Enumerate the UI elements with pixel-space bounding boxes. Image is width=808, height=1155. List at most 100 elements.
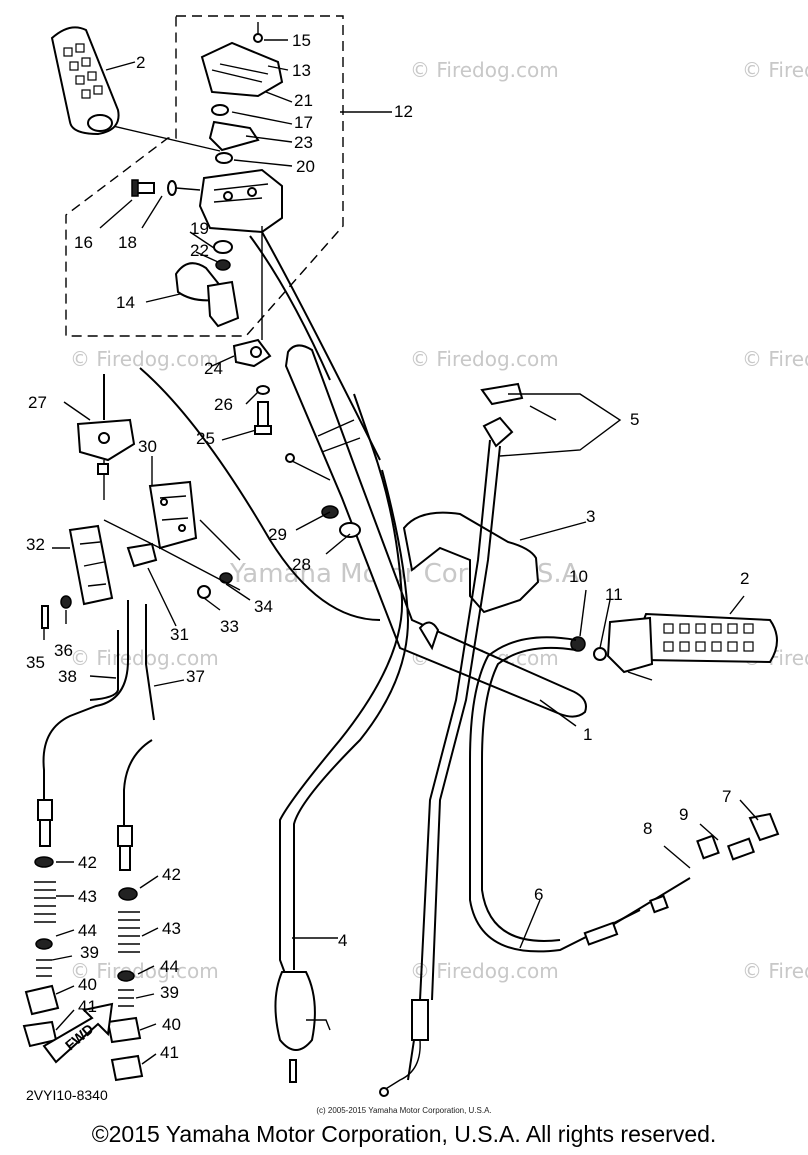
callout-19: 19	[190, 219, 209, 238]
callout-11: 11	[605, 585, 623, 604]
handlebar-cover	[402, 511, 540, 614]
callout-44: 44	[160, 957, 179, 976]
callout-2: 2	[740, 569, 749, 588]
callout-41: 41	[160, 1043, 179, 1062]
watermark-text: © Firedog.com	[742, 58, 808, 82]
cable-fittings-7-8-9	[583, 812, 780, 946]
left-grip	[50, 26, 120, 136]
spring-stack-left	[22, 856, 60, 1048]
callout-14: 14	[116, 293, 135, 312]
callout-5: 5	[630, 410, 639, 429]
watermark-text: © Firedog.com	[410, 959, 559, 983]
callout-7: 7	[722, 787, 731, 806]
throttle-lever-14	[174, 262, 240, 328]
callout-40: 40	[162, 1015, 181, 1034]
callout-44: 44	[78, 921, 97, 940]
callout-leaders	[43, 39, 759, 1065]
throttle-cable-4-outer	[293, 469, 410, 970]
callout-35: 35	[26, 653, 45, 672]
callout-30: 30	[138, 437, 157, 456]
callout-42: 42	[78, 853, 97, 872]
leader-line	[103, 519, 241, 591]
callout-22: 22	[190, 241, 209, 260]
callout-42: 42	[162, 865, 181, 884]
callout-1: 1	[583, 725, 592, 744]
callout-9: 9	[679, 805, 688, 824]
throttle-housing	[198, 168, 283, 234]
screws-33-34-35-36	[41, 572, 233, 629]
callout-31: 31	[170, 625, 189, 644]
callout-17: 17	[294, 113, 313, 132]
callout-numbers: 1 2 2 3 4 5 6 7 8 9 10 11 12 13 14 15 16…	[26, 31, 749, 1062]
callout-40: 40	[78, 975, 97, 994]
washer-26	[256, 385, 270, 395]
callout-28: 28	[292, 555, 311, 574]
throttle-lever-stack	[208, 104, 260, 164]
leader-line	[99, 122, 221, 152]
callout-37: 37	[186, 667, 205, 686]
wire-37	[117, 604, 155, 871]
bolt-25	[254, 401, 272, 435]
callout-26: 26	[214, 395, 233, 414]
watermark-text: © Firedog.com	[742, 959, 808, 983]
small-copyright: (c) 2005-2015 Yamaha Motor Corporation, …	[316, 1106, 491, 1115]
watermark-text: © Firedog.com	[70, 646, 219, 670]
callout-16: 16	[74, 233, 93, 252]
watermark-text: © Firedog.com	[410, 58, 559, 82]
diagram-code: 2VYI10-8340	[26, 1087, 108, 1103]
spring-stack-right	[106, 887, 144, 1082]
switch-block-27	[76, 374, 136, 500]
clamp-24	[232, 338, 272, 368]
callout-15: 15	[292, 31, 311, 50]
callout-34: 34	[254, 597, 273, 616]
plate-32	[68, 524, 114, 606]
throttle-cover	[200, 22, 284, 98]
watermark-text: © Firedog.com	[70, 347, 219, 371]
callout-43: 43	[162, 919, 181, 938]
callout-33: 33	[220, 617, 239, 636]
leader-line	[175, 187, 201, 191]
callout-10: 10	[569, 567, 588, 586]
callout-32: 32	[26, 535, 45, 554]
callout-43: 43	[78, 887, 97, 906]
right-grip	[606, 612, 778, 681]
callout-6: 6	[534, 885, 543, 904]
part-31	[126, 542, 158, 568]
callout-27: 27	[28, 393, 47, 412]
callout-13: 13	[292, 61, 311, 80]
callout-36: 36	[54, 641, 73, 660]
cable-upper-loop	[139, 231, 381, 621]
cable-end-4	[274, 971, 331, 1083]
callout-23: 23	[294, 133, 313, 152]
callout-21: 21	[294, 91, 313, 110]
watermark-text: © Firedog.com	[742, 347, 808, 371]
wire-38	[37, 600, 129, 847]
callout-41: 41	[78, 997, 97, 1016]
callout-4: 4	[338, 931, 347, 950]
callout-3: 3	[586, 507, 595, 526]
callout-24: 24	[204, 359, 223, 378]
callout-2: 2	[136, 53, 145, 72]
callout-39: 39	[160, 983, 179, 1002]
callout-12: 12	[394, 102, 413, 121]
callout-29: 29	[268, 525, 287, 544]
clutch-cable-1	[469, 636, 641, 953]
washer-18	[167, 180, 177, 196]
throttle-cable-4	[279, 393, 404, 1001]
screw-16	[131, 179, 155, 197]
housing-30	[148, 480, 198, 550]
clutch-cable-1-outer	[481, 646, 577, 942]
footer-copyright: ©2015 Yamaha Motor Corporation, U.S.A. A…	[91, 1121, 717, 1147]
watermarks: © Firedog.com © Firedog.com © Firedog.co…	[70, 58, 808, 983]
callout-8: 8	[643, 819, 652, 838]
watermark-text: © Firedog.com	[410, 347, 559, 371]
callout-18: 18	[118, 233, 137, 252]
callout-20: 20	[296, 157, 315, 176]
cable-end-6	[379, 999, 429, 1097]
brake-cable-6-outer	[431, 445, 501, 1001]
adjuster-10-11	[570, 636, 607, 661]
callout-25: 25	[196, 429, 215, 448]
cable-holder-5	[480, 382, 557, 448]
callout-38: 38	[58, 667, 77, 686]
